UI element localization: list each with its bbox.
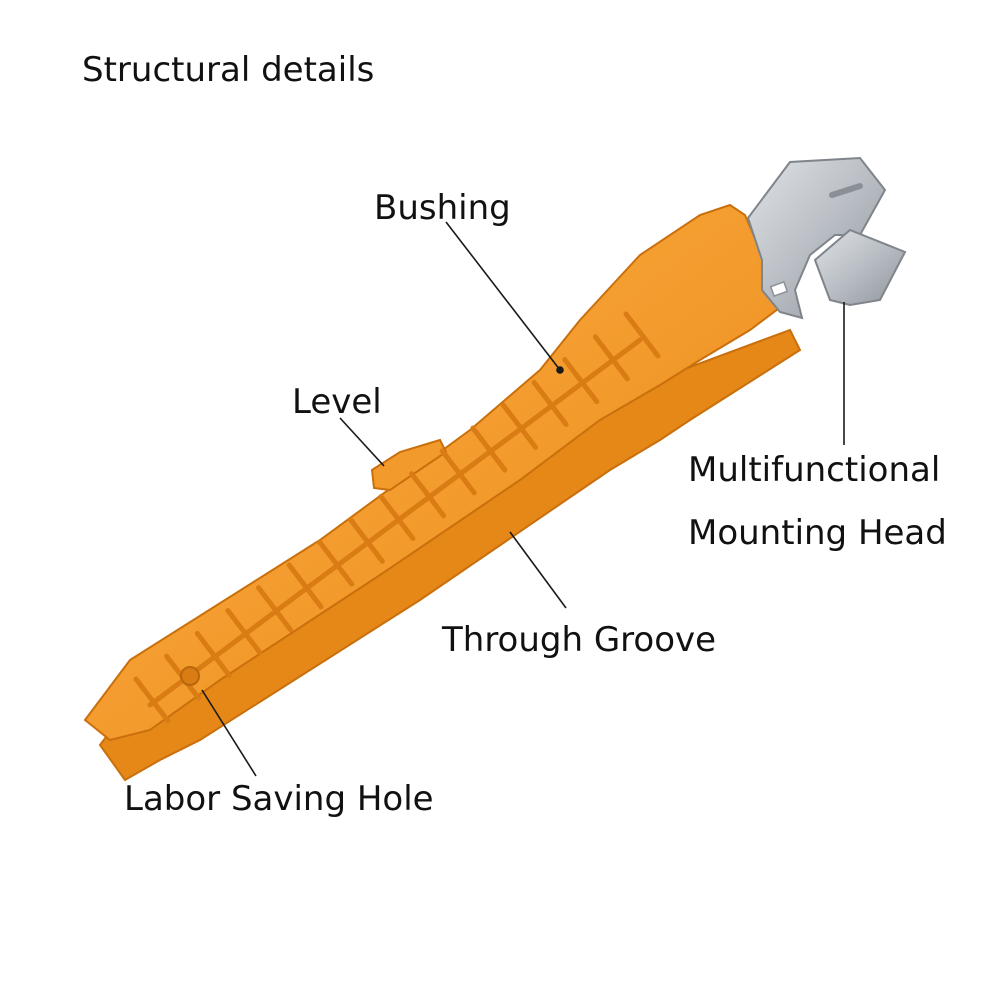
- handle-rib: [501, 402, 538, 450]
- handle-rib: [531, 379, 569, 427]
- label-level: Level: [292, 382, 382, 422]
- handle-rib: [286, 562, 324, 610]
- label-labor-saving-hole: Labor Saving Hole: [124, 779, 434, 819]
- leader-lines: [201, 221, 845, 777]
- leader-level: [339, 417, 385, 467]
- label-through-groove: Through Groove: [442, 620, 717, 660]
- handle-rib: [347, 516, 385, 564]
- leader-through-groove: [509, 531, 567, 609]
- handle-rib: [225, 608, 263, 656]
- handle-rib: [439, 448, 477, 496]
- leader-labor-saving-hole: [201, 689, 257, 777]
- handle-rib: [470, 425, 508, 473]
- leader-bushing-dot: [556, 366, 564, 374]
- label-mounting-head-line1: Multifunctional: [688, 450, 941, 490]
- handle-rib: [133, 676, 171, 724]
- page-title: Structural details: [82, 50, 375, 90]
- labor-saving-hole-mark: [180, 666, 200, 686]
- handle-rib: [409, 471, 447, 519]
- leader-bushing: [445, 221, 561, 371]
- handle-rib: [194, 630, 232, 678]
- mounting-head-metal: [746, 156, 907, 320]
- tool-back-body: [98, 328, 802, 782]
- label-bushing: Bushing: [374, 188, 511, 228]
- handle-spine: [147, 337, 643, 708]
- handle-rib: [317, 539, 355, 587]
- handle-rib: [256, 585, 293, 633]
- handle-ribs: [133, 311, 661, 724]
- handle-rib: [623, 311, 661, 359]
- handle-rib: [592, 334, 630, 382]
- handle-rib: [378, 494, 416, 541]
- label-mounting-head-line2: Mounting Head: [688, 513, 947, 553]
- handle-rib: [562, 357, 600, 405]
